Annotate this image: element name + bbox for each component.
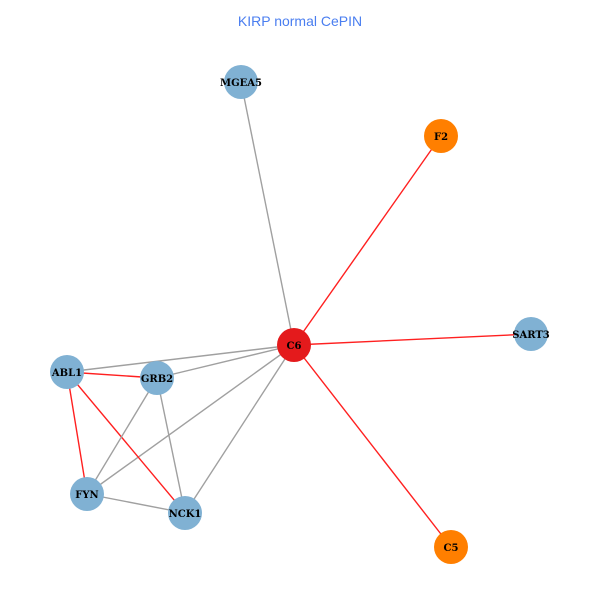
edge-abl1-fyn [66, 371, 88, 495]
node-fyn[interactable]: FYN [70, 477, 104, 511]
edge-c5-c6 [293, 344, 452, 548]
edge-mgea5-c6 [240, 81, 295, 346]
node-mgea5[interactable]: MGEA5 [220, 65, 262, 99]
node-c5[interactable]: C5 [434, 530, 468, 564]
node-grb2[interactable]: GRB2 [140, 361, 174, 395]
node-c6[interactable]: C6 [277, 328, 311, 362]
node-sart3[interactable]: SART3 [512, 317, 550, 351]
diagram-title: KIRP normal CePIN [238, 13, 362, 29]
edge-fyn-c6 [86, 344, 295, 495]
edge-sart3-c6 [293, 333, 532, 346]
node-circle[interactable] [70, 477, 104, 511]
node-nck1[interactable]: NCK1 [168, 496, 202, 530]
node-label: FYN [75, 490, 98, 501]
node-label: C6 [287, 341, 302, 352]
node-label: ABL1 [51, 368, 82, 379]
node-circle[interactable] [168, 496, 202, 530]
node-abl1[interactable]: ABL1 [50, 355, 84, 389]
edge-abl1-nck1 [66, 371, 186, 514]
node-circle[interactable] [50, 355, 84, 389]
node-f2[interactable]: F2 [424, 119, 458, 153]
edge-f2-c6 [293, 135, 442, 346]
node-label: GRB2 [141, 374, 173, 385]
edges-layer [66, 81, 532, 548]
edge-grb2-c6 [156, 344, 295, 379]
node-circle[interactable] [224, 65, 258, 99]
node-circle[interactable] [424, 119, 458, 153]
edge-grb2-nck1 [156, 377, 186, 514]
node-label: SART3 [512, 330, 550, 341]
edge-grb2-fyn [86, 377, 158, 495]
node-label: F2 [434, 132, 448, 143]
node-label: NCK1 [169, 509, 202, 520]
edge-abl1-c6 [66, 344, 295, 373]
node-circle[interactable] [140, 361, 174, 395]
edge-nck1-c6 [184, 344, 295, 514]
node-label: C5 [444, 543, 459, 554]
node-circle[interactable] [514, 317, 548, 351]
node-label: MGEA5 [220, 78, 262, 89]
node-circle[interactable] [434, 530, 468, 564]
node-circle[interactable] [277, 328, 311, 362]
